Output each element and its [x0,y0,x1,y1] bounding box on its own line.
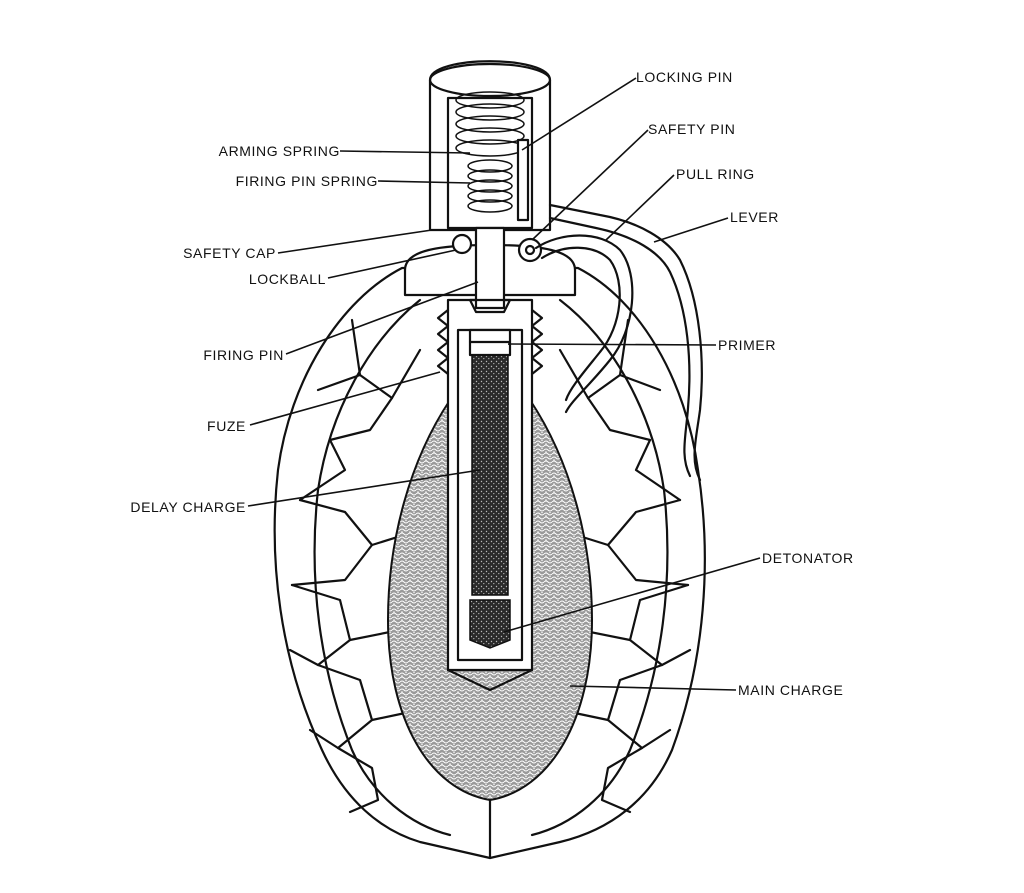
callout-labels: LOCKING PIN SAFETY PIN PULL RING LEVER A… [130,69,853,698]
locking-pin-shape [516,138,530,222]
leader-primer [507,343,717,346]
label-delay-charge: DELAY CHARGE [130,499,246,515]
label-pull-ring: PULL RING [676,166,755,182]
lockball-shape [451,233,473,255]
cap-rim [428,62,552,98]
fuze-assembly [436,298,544,692]
firing-pin-tip [468,298,512,314]
leader-lines [247,77,761,691]
firing-pin-spring-coils [467,159,513,213]
fuze-threads-left [436,308,450,376]
leader-fuze [249,371,441,426]
label-firing-pin: FIRING PIN [203,347,284,363]
leader-pull-ring [605,174,675,241]
leader-detonator [503,557,761,633]
label-safety-pin: SAFETY PIN [648,121,735,137]
fuze-head [403,60,577,314]
leader-lever [653,217,729,243]
fuze-threads-right [530,308,544,376]
leader-main-charge [569,685,737,691]
fuze-bottom [446,668,534,692]
label-safety-cap: SAFETY CAP [183,245,276,261]
label-lockball: LOCKBALL [249,271,326,287]
leader-safety-cap [277,229,433,254]
delay-charge-column [471,354,509,596]
leader-firing-pin-spring [377,180,471,184]
label-locking-pin: LOCKING PIN [636,69,733,85]
leader-firing-pin [285,281,479,355]
label-fuze: FUZE [207,418,246,434]
leader-lockball [327,249,457,279]
label-main-charge: MAIN CHARGE [738,682,843,698]
label-primer: PRIMER [718,337,776,353]
label-lever: LEVER [730,209,779,225]
leader-locking-pin [521,77,637,151]
label-firing-pin-spring: FIRING PIN SPRING [236,173,378,189]
pull-ring-inner [540,246,621,402]
label-arming-spring: ARMING SPRING [219,143,340,159]
firing-pin-stem [474,226,506,310]
safety-pin-hole [524,244,536,256]
lever-and-ring [534,203,703,482]
leader-delay-charge [247,469,481,507]
pull-ring-shape [534,234,634,414]
label-detonator: DETONATOR [762,550,854,566]
lever-edge [548,216,692,478]
lever-shape [548,203,703,482]
leader-safety-pin [531,129,649,241]
detonator-cup [469,599,511,649]
leader-arming-spring [339,150,471,154]
safety-pin-boss [517,237,543,263]
